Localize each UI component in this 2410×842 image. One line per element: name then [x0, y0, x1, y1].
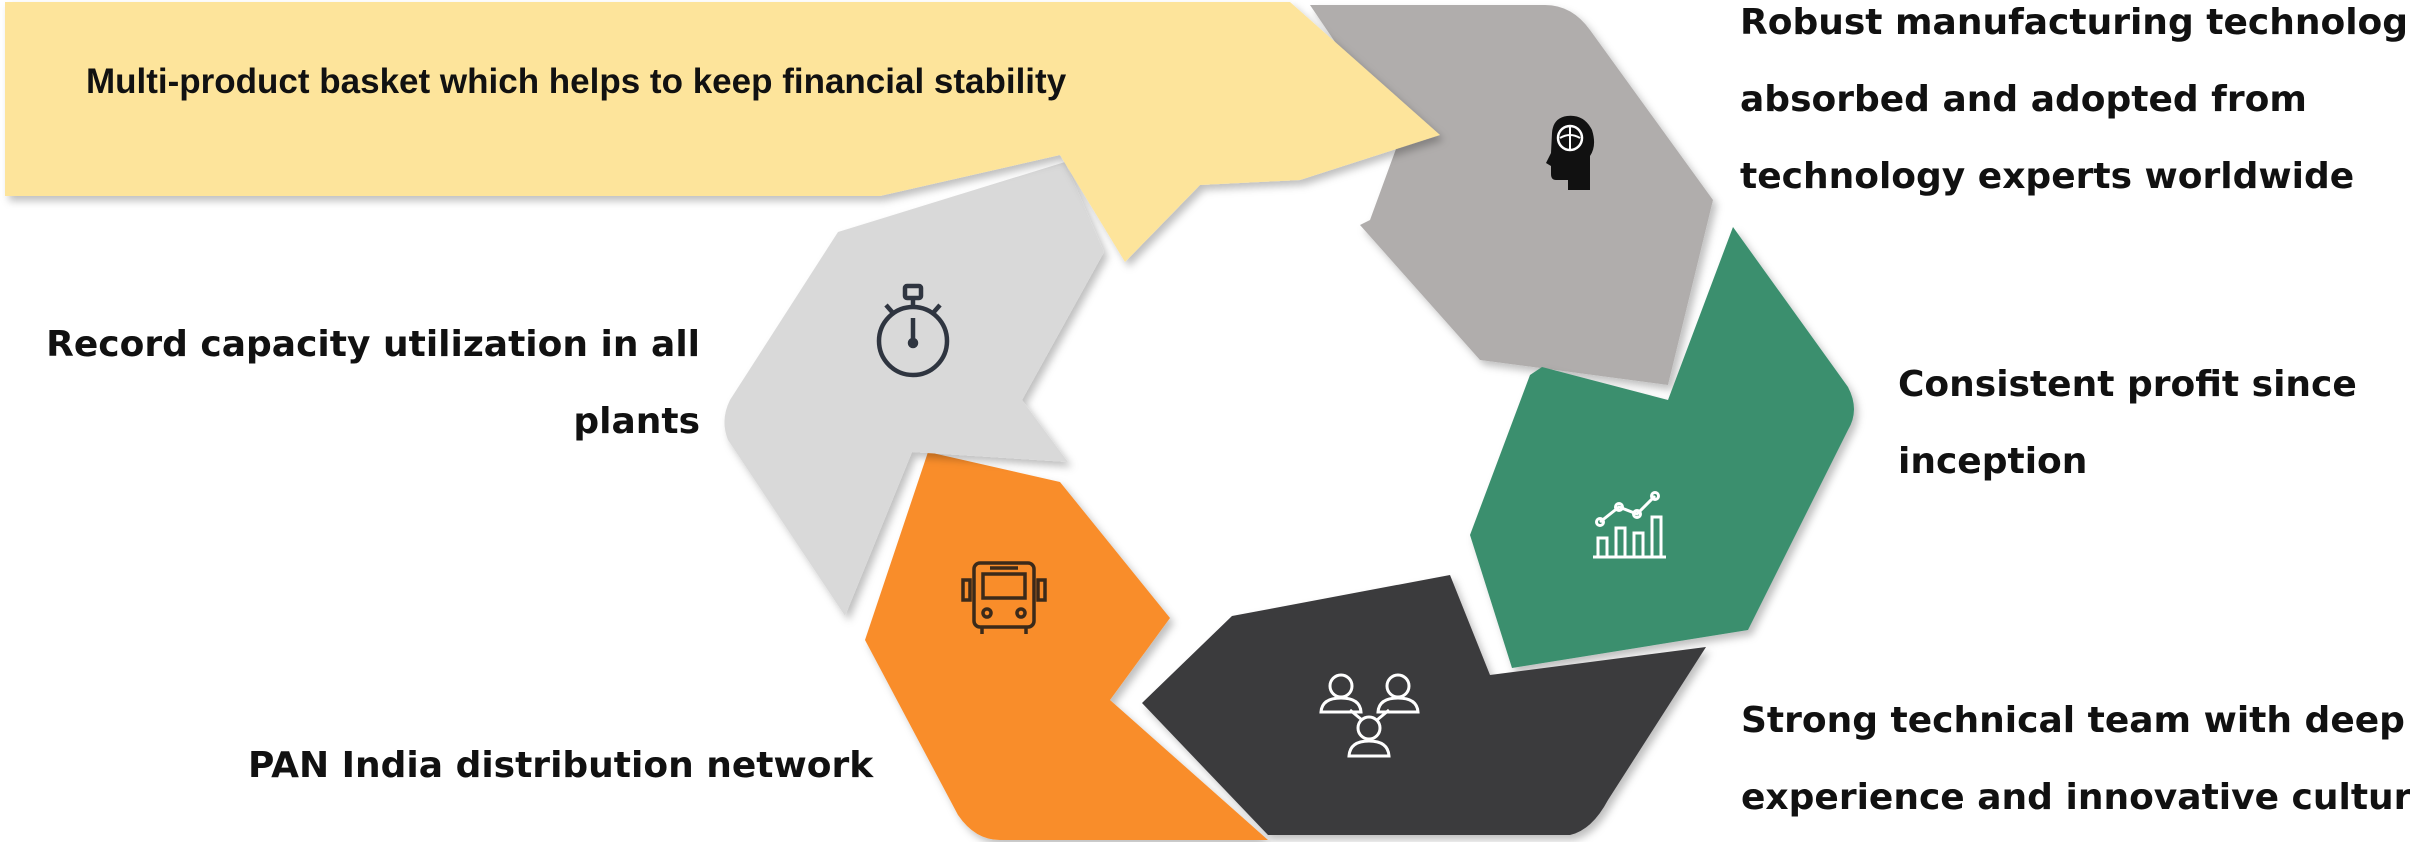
brain-head-icon: [1546, 115, 1595, 190]
label-capacity: Record capacity utilization in all plant…: [46, 324, 700, 442]
label-distribution: PAN India distribution network: [248, 745, 874, 786]
stopwatch-icon: [876, 283, 950, 378]
label-team: Strong technical team with deep experien…: [1741, 700, 2410, 818]
team-people-icon: [1319, 673, 1420, 758]
segment-distribution: [865, 452, 1268, 840]
segment-capacity: [724, 162, 1104, 616]
segment-technology: [1310, 5, 1713, 385]
banner-text: Multi-product basket which helps to keep…: [86, 62, 1067, 101]
bus-icon: [961, 561, 1047, 634]
segment-team: [1142, 575, 1706, 835]
label-technology: Robust manufacturing technologies; absor…: [1740, 2, 2410, 197]
growth-chart-icon: [1593, 491, 1666, 559]
segment-profit: [1470, 227, 1854, 668]
label-profit: Consistent profit since inception: [1898, 364, 2357, 482]
banner-arrow: [5, 2, 1440, 262]
